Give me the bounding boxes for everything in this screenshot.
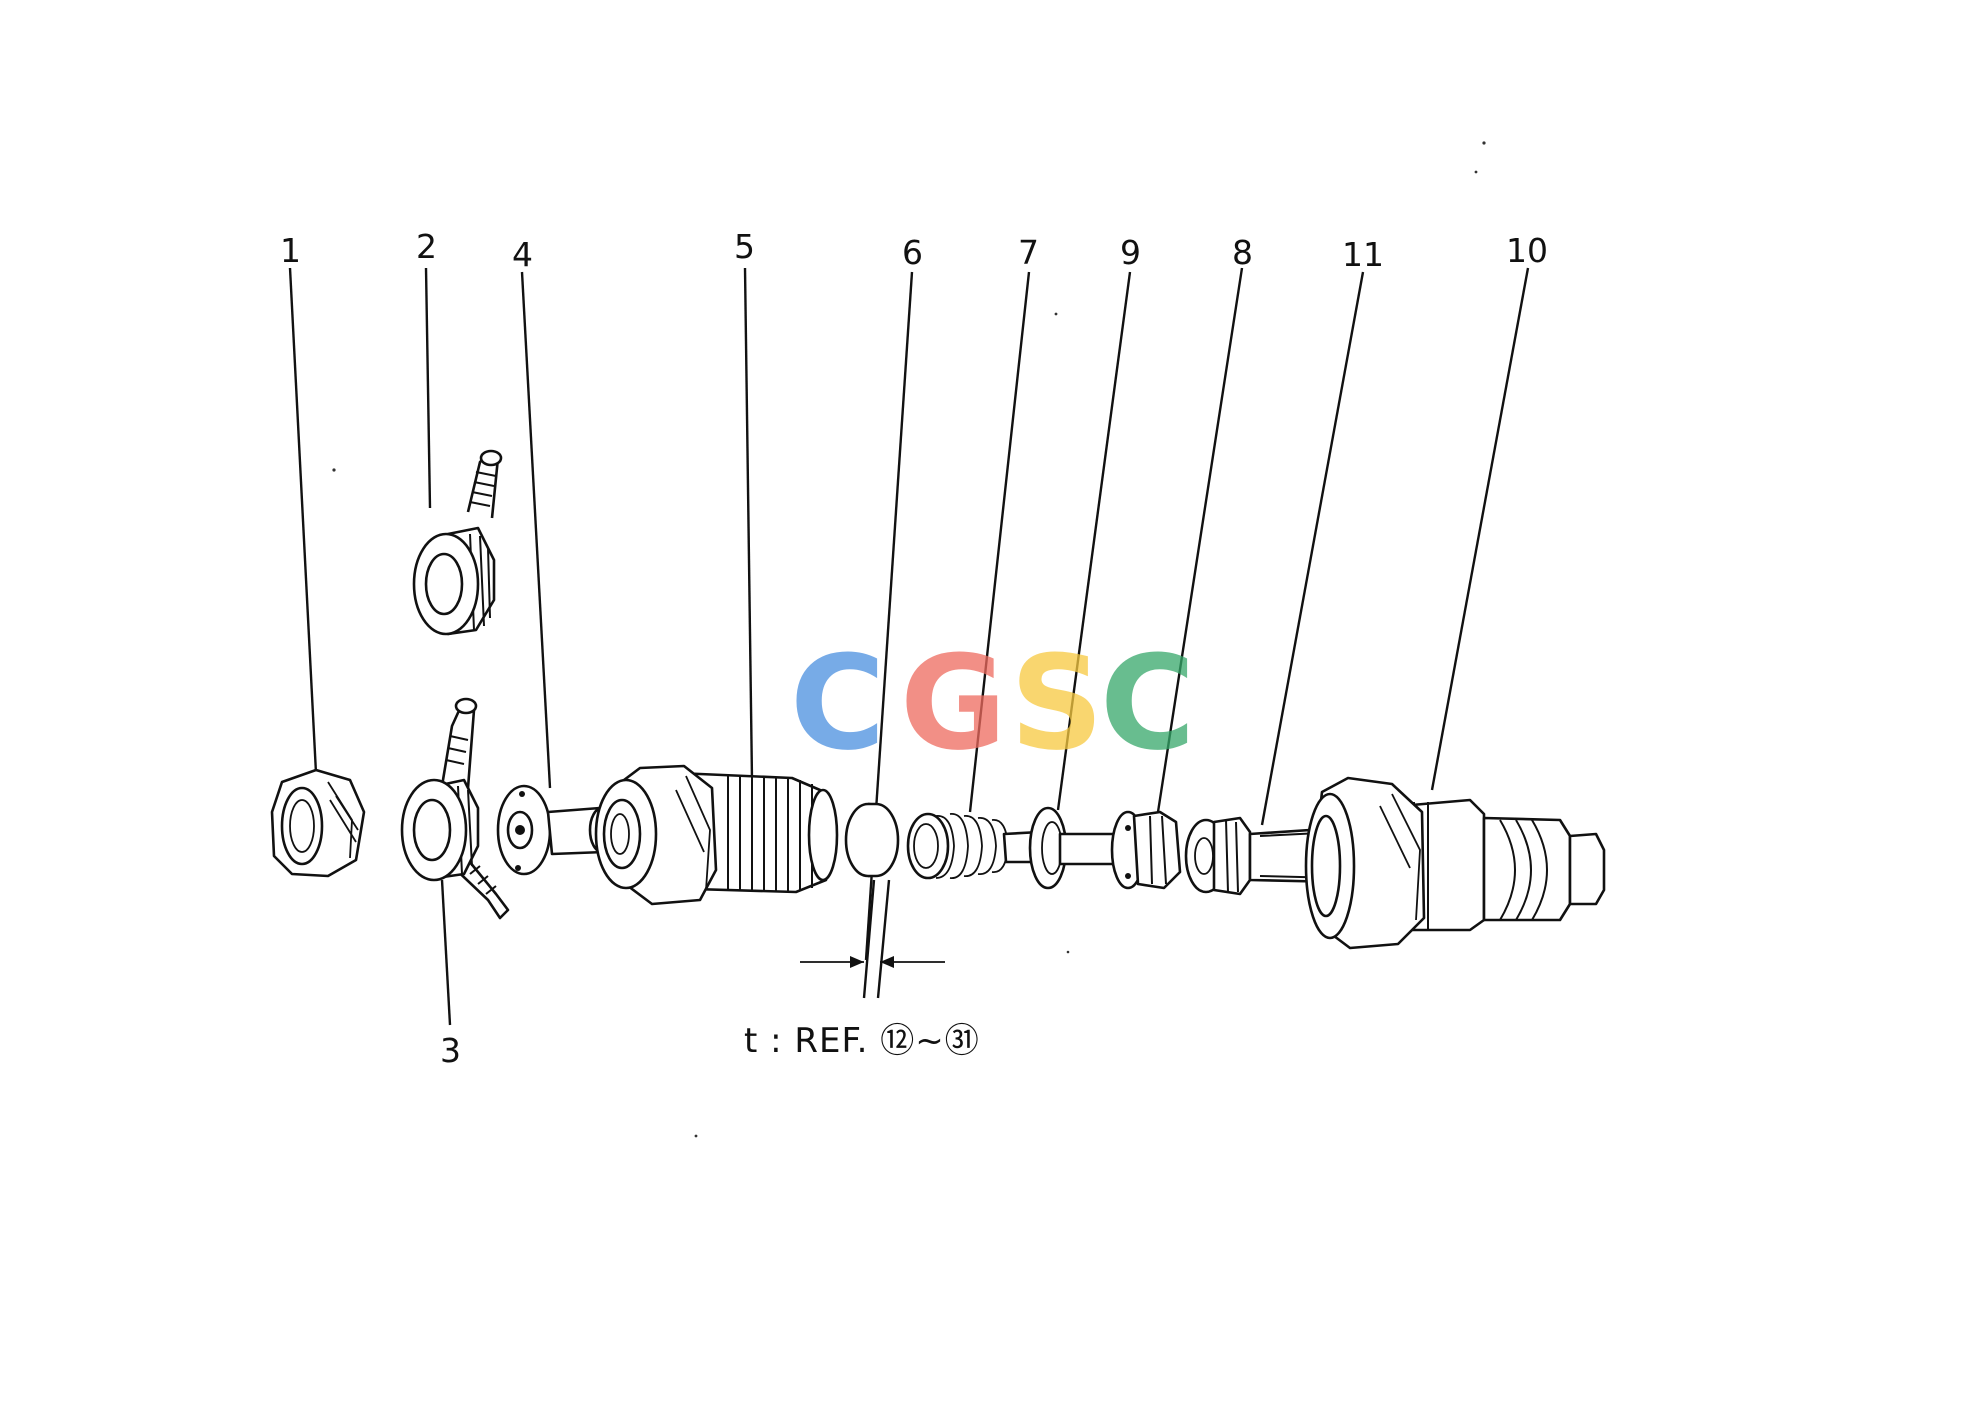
leader-line-1: [288, 267, 320, 813]
part-label-7: 7: [1018, 233, 1039, 272]
watermark-letter-g: G: [900, 627, 1007, 779]
part-label-1: 1: [280, 231, 301, 270]
leader-line-7: [968, 271, 1031, 813]
thickness-line-right: [876, 879, 891, 999]
leader-lines: [288, 267, 1530, 1026]
part-3-banjo-fitting: [400, 697, 510, 920]
part-label-6: 6: [902, 233, 923, 272]
leader-line-10: [1430, 267, 1530, 791]
part-label-8: 8: [1232, 233, 1253, 272]
watermark-letter-c1: C: [790, 627, 885, 779]
part-label-10: 10: [1506, 231, 1548, 270]
part-label-9: 9: [1120, 233, 1141, 272]
part-label-4: 4: [512, 235, 533, 274]
leader-line-2: [424, 267, 432, 509]
watermark-letter-s: S: [1010, 627, 1104, 779]
scan-specks: [332, 141, 1486, 1138]
dimension-arrowhead-left: [850, 956, 864, 968]
leader-line-9: [1056, 271, 1132, 811]
watermark-letter-c2: C: [1100, 627, 1195, 779]
part-1-hex-nut: [270, 768, 366, 878]
cgsc-watermark: C G S C: [790, 627, 1195, 779]
part-label-5: 5: [734, 227, 755, 266]
leader-line-11: [1260, 271, 1365, 826]
part-6-shim: [844, 802, 900, 878]
leader-line-8: [1156, 267, 1244, 813]
dimension-arrowhead-right: [880, 956, 894, 968]
part-label-3: 3: [440, 1031, 461, 1070]
part-10-retaining-nut: [1304, 776, 1606, 950]
part-8-adjusting-piece: [1110, 810, 1182, 890]
part-2-banjo-fitting: [412, 449, 503, 636]
leader-line-5: [743, 267, 754, 781]
part-9-spring-seat: [1002, 806, 1120, 890]
thickness-line-left: [862, 879, 876, 999]
leader-line-4: [520, 271, 552, 789]
part-label-2: 2: [416, 227, 437, 266]
part-number-labels: 1 2 4 5 6 7 9 8 11 10 3: [280, 227, 1548, 1070]
leader-line-3: [440, 879, 452, 1026]
part-7-spring: [906, 812, 1009, 880]
thickness-reference-note: t : REF. ⑫~㉛: [744, 1021, 980, 1061]
part-label-11: 11: [1342, 235, 1384, 274]
part-5-holder-body: [594, 764, 839, 906]
